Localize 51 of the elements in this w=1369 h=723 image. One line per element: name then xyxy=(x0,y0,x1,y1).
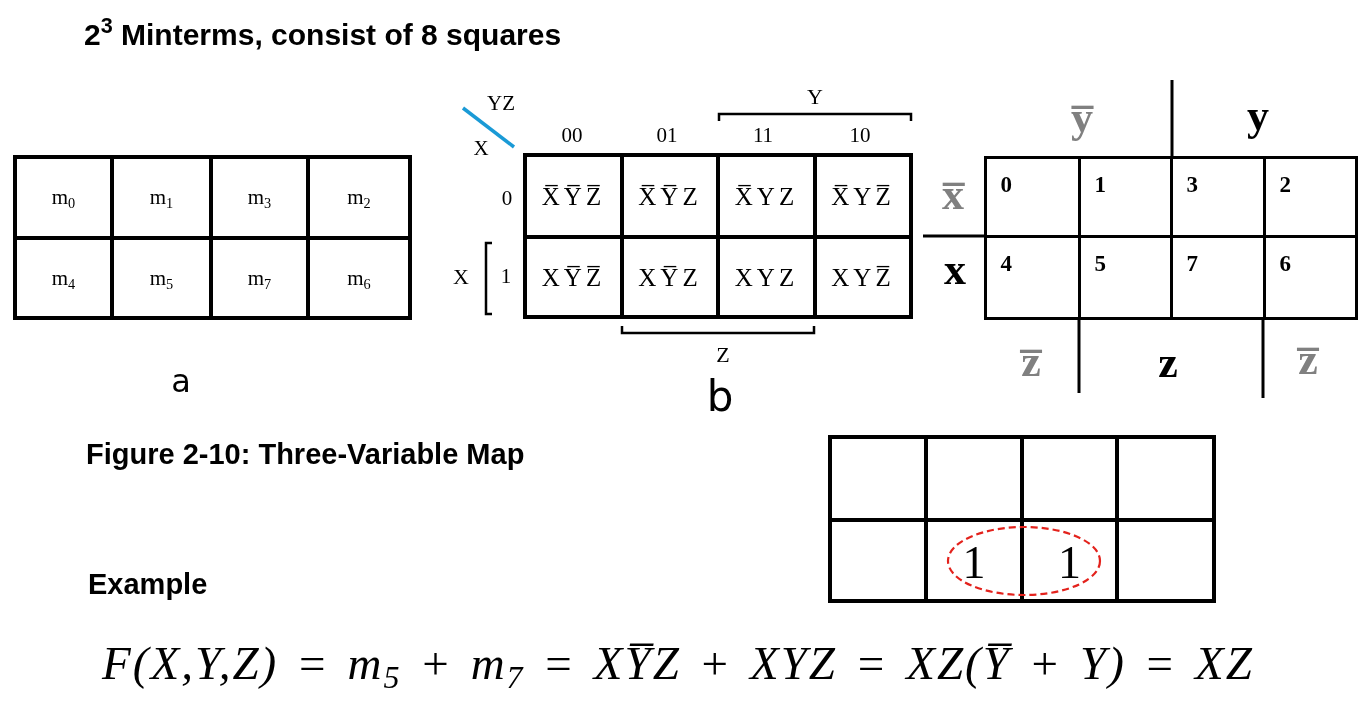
variable-label: x̅ xyxy=(942,170,964,220)
variable-label: z xyxy=(1158,338,1178,388)
column-code: 11 xyxy=(752,124,774,148)
map-cell xyxy=(983,155,1081,238)
cell-number: 4 xyxy=(1000,251,1012,275)
minterm-label: m$_{7}$ xyxy=(247,267,272,289)
cell-number: 3 xyxy=(1186,172,1198,196)
title: 2$^{3}$ Minterms, consist of 8 squares xyxy=(84,18,562,51)
minterm-expression: XY̅Z̅ xyxy=(541,264,606,290)
minterm-label: m$_{6}$ xyxy=(347,267,371,289)
minterm-expression: X̅YZ xyxy=(734,183,799,209)
minterm-expression: X̅Y̅Z xyxy=(638,183,702,209)
bracket-label: X xyxy=(453,264,469,290)
cell-number: 6 xyxy=(1279,251,1291,275)
cell-number: 7 xyxy=(1186,251,1198,275)
cell-number: 0 xyxy=(1000,172,1012,196)
column-code: 10 xyxy=(849,124,871,148)
section-heading: Example xyxy=(88,569,208,601)
minterm-label: m$_{0}$ xyxy=(51,187,76,208)
bracket-label: Z xyxy=(716,342,730,368)
cell-number: 5 xyxy=(1094,251,1106,275)
minterm-expression: XY̅Z xyxy=(638,264,702,290)
column-code: 00 xyxy=(561,124,583,148)
minterm-expression: X̅Y̅Z̅ xyxy=(541,183,606,209)
panel-letter: b xyxy=(706,373,734,421)
minterm-label: m$_{4}$ xyxy=(51,267,76,289)
figure-caption: Figure 2-10: Three-Variable Map xyxy=(86,439,525,471)
row-code: 0 xyxy=(501,187,513,211)
column-code: 01 xyxy=(656,124,678,148)
bracket-label: Y xyxy=(807,84,823,110)
cell-value: 1 xyxy=(1058,539,1081,586)
minterm-expression: XYZ xyxy=(734,264,799,290)
minterm-label: m$_{3}$ xyxy=(247,187,272,208)
cell-number: 2 xyxy=(1279,172,1291,196)
minterm-label: m$_{2}$ xyxy=(347,187,371,208)
axis-variable-label: YZ xyxy=(487,92,515,116)
row-code: 1 xyxy=(500,265,512,289)
variable-label: x xyxy=(944,245,966,295)
cell-number: 1 xyxy=(1094,172,1106,196)
variable-label: y̅ xyxy=(1071,93,1093,143)
minterm-label: m$_{1}$ xyxy=(149,187,174,208)
axis-variable-label: X xyxy=(473,137,489,161)
boolean-equation: F(X,Y,Z) = m$_{5}$ + m$_{7}$ = XY̅Z + XYZ = XZ(Y̅ + Y) = XZ xyxy=(102,638,1254,690)
variable-label: y xyxy=(1247,91,1269,141)
variable-label: z̅ xyxy=(1021,337,1041,387)
minterm-expression: X̅YZ̅ xyxy=(831,183,895,209)
minterm-label: m$_{5}$ xyxy=(149,267,174,289)
variable-label: z̅ xyxy=(1298,335,1318,385)
panel-letter: a xyxy=(171,364,191,400)
cell-value: 1 xyxy=(962,539,986,586)
minterm-expression: XYZ̅ xyxy=(831,264,895,290)
